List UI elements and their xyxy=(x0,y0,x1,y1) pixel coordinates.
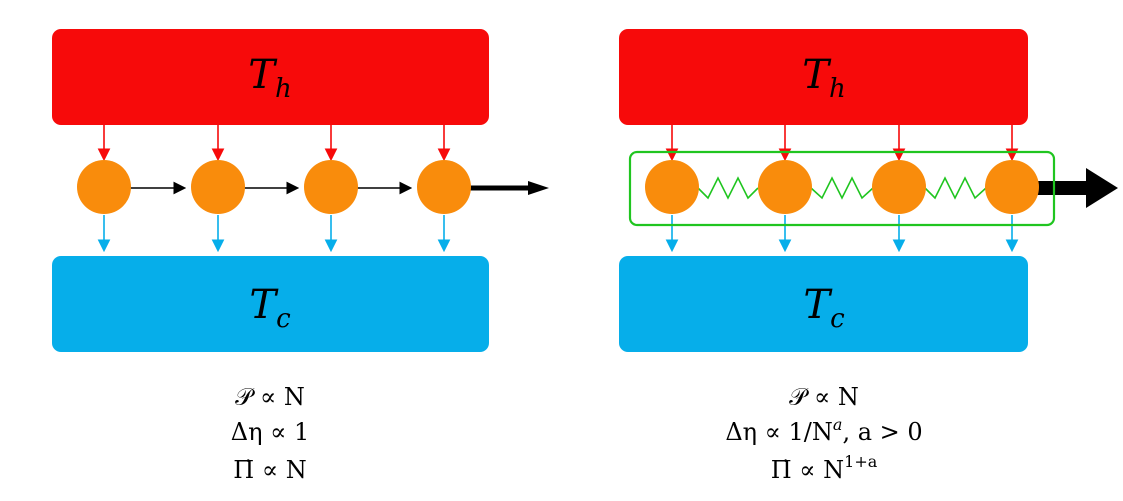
coupling-spring xyxy=(810,176,874,200)
cold-reservoir-right xyxy=(619,256,1028,352)
work-output-arrowhead xyxy=(1086,168,1118,208)
engine-node xyxy=(304,160,358,214)
fluctuation-scaling-right: Δη ∝ 1/Na, a > 0 xyxy=(725,415,922,446)
engine-node xyxy=(985,160,1039,214)
hot-reservoir-label-left: Th xyxy=(248,52,291,104)
engine-node xyxy=(872,160,926,214)
hot-reservoir-right xyxy=(619,29,1028,125)
entropy-scaling-right: Π̇ ∝ N1+a xyxy=(771,452,878,484)
left-panel: Th Tc 𝒫 ∝ N Δη ∝ 1 Π̇ ∝ N xyxy=(52,29,549,484)
engine-node xyxy=(758,160,812,214)
engine-node xyxy=(77,160,131,214)
right-panel: Th Tc 𝒫 ∝ N Δη ∝ 1/Na, a > 0 Π̇ ∝ N1+a xyxy=(619,29,1118,484)
cold-reservoir-label-left: Tc xyxy=(249,282,291,334)
entropy-scaling-left: Π̇ ∝ N xyxy=(233,456,306,484)
power-scaling-right: 𝒫 ∝ N xyxy=(789,383,859,411)
power-scaling-left: 𝒫 ∝ N xyxy=(235,383,305,411)
coupling-spring xyxy=(697,176,759,200)
cold-reservoir-left xyxy=(52,256,489,352)
hot-reservoir-left xyxy=(52,29,489,125)
coupled-system-box xyxy=(628,150,1056,227)
fluctuation-scaling-left: Δη ∝ 1 xyxy=(231,418,309,446)
engine-node xyxy=(417,160,471,214)
hot-reservoir-label-right: Th xyxy=(802,52,845,104)
engine-node xyxy=(191,160,245,214)
engine-node xyxy=(645,160,699,214)
work-output-arrow xyxy=(1030,181,1090,195)
work-output-arrowhead xyxy=(528,181,549,195)
coupling-spring xyxy=(924,176,987,200)
cold-reservoir-label-right: Tc xyxy=(803,282,845,334)
